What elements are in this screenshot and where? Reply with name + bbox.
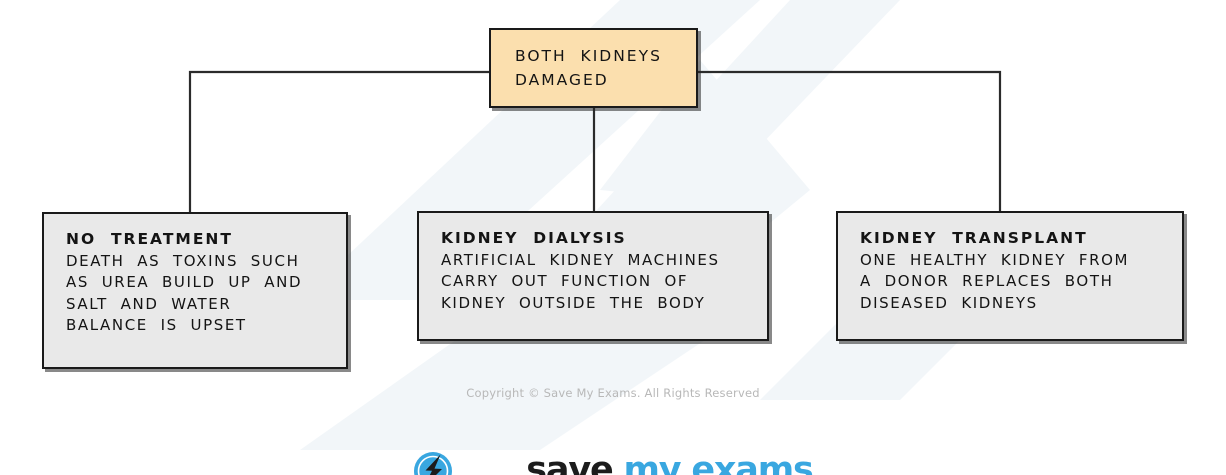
node-kidney-dialysis-line-1: ARTIFICIAL KIDNEY MACHINES	[441, 251, 720, 269]
node-root-line-1: BOTH KIDNEYS	[515, 47, 662, 65]
logo-word-save: save	[526, 450, 613, 475]
node-both-kidneys-damaged[interactable]: BOTH KIDNEYS DAMAGED	[489, 28, 698, 108]
node-kidney-transplant[interactable]: KIDNEY TRANSPLANT ONE HEALTHY KIDNEY FRO…	[836, 211, 1184, 341]
logo-wordmark: save my exams	[460, 418, 814, 475]
node-no-treatment[interactable]: NO TREATMENT DEATH AS TOXINS SUCH AS URE…	[42, 212, 348, 369]
logo-word-my: my	[612, 450, 692, 475]
node-kidney-transplant-line-3: DISEASED KIDNEYS	[860, 293, 1038, 312]
copyright-text: Copyright © Save My Exams. All Rights Re…	[466, 386, 760, 400]
node-root-line-2: DAMAGED	[515, 71, 609, 90]
node-kidney-dialysis-line-3: KIDNEY OUTSIDE THE BODY	[441, 293, 706, 312]
node-kidney-dialysis[interactable]: KIDNEY DIALYSIS ARTIFICIAL KIDNEY MACHIN…	[417, 211, 769, 341]
lightning-bolt-circle-icon	[414, 451, 453, 475]
node-kidney-transplant-line-2: A DONOR REPLACES BOTH	[860, 272, 1114, 291]
node-kidney-dialysis-title: KIDNEY DIALYSIS	[441, 229, 627, 247]
logo-word-exams: exams	[691, 450, 813, 475]
node-no-treatment-line-3: SALT AND WATER	[66, 294, 232, 313]
node-kidney-transplant-title: KIDNEY TRANSPLANT	[860, 229, 1088, 247]
node-no-treatment-line-4: BALANCE IS UPSET	[66, 315, 247, 334]
node-no-treatment-title: NO TREATMENT	[66, 230, 233, 248]
node-no-treatment-line-1: DEATH AS TOXINS SUCH	[66, 252, 300, 270]
node-kidney-dialysis-line-2: CARRY OUT FUNCTION OF	[441, 272, 689, 291]
node-no-treatment-line-2: AS UREA BUILD UP AND	[66, 273, 303, 292]
node-kidney-transplant-line-1: ONE HEALTHY KIDNEY FROM	[860, 251, 1130, 269]
save-my-exams-logo: save my exams	[0, 418, 1226, 475]
